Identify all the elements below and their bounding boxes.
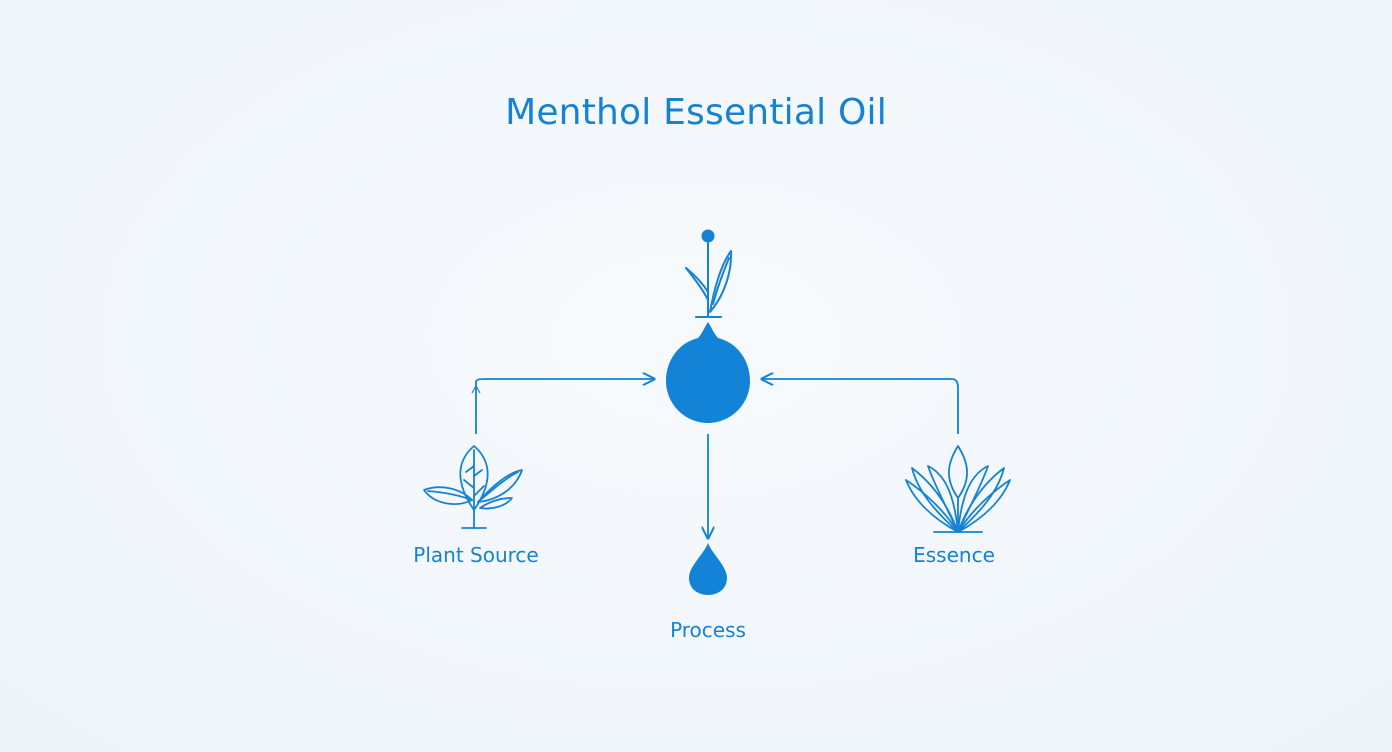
label-essence: Essence: [913, 543, 995, 567]
leaf-plant-icon: [423, 445, 523, 529]
diagram-title: Menthol Essential Oil: [505, 92, 887, 133]
sprout-icon: [685, 229, 733, 318]
oil-drop-icon: [666, 322, 750, 423]
lotus-flower-icon: [905, 445, 1011, 533]
connector-essence-to-center: [762, 379, 959, 434]
water-drop-icon: [689, 543, 727, 595]
label-process: Process: [670, 618, 746, 642]
label-plant-source: Plant Source: [413, 543, 539, 567]
connector-plant-to-center: [475, 379, 654, 434]
